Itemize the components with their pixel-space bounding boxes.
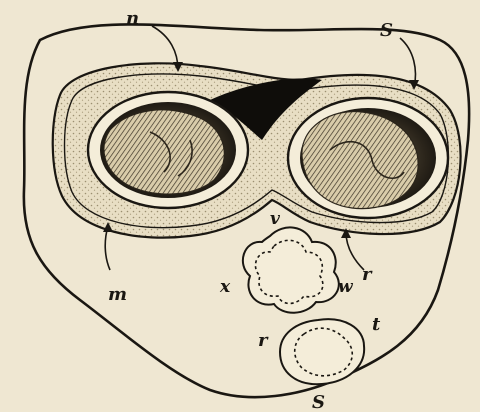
label-n: n: [126, 8, 139, 29]
label-m: m: [108, 284, 127, 305]
label-v: v: [270, 209, 281, 229]
lower-vessel: [280, 319, 364, 384]
label-x: x: [219, 277, 231, 297]
label-r-low: r: [258, 330, 269, 351]
label-s-top: S: [380, 20, 393, 41]
arrow-m: [105, 226, 110, 270]
middle-vessel: [243, 227, 339, 312]
label-w: w: [338, 277, 354, 297]
label-s-bottom: S: [312, 392, 325, 412]
label-t: t: [372, 314, 381, 335]
label-r-mid: r: [362, 264, 373, 285]
left-cavity-mucosa: [104, 110, 224, 194]
